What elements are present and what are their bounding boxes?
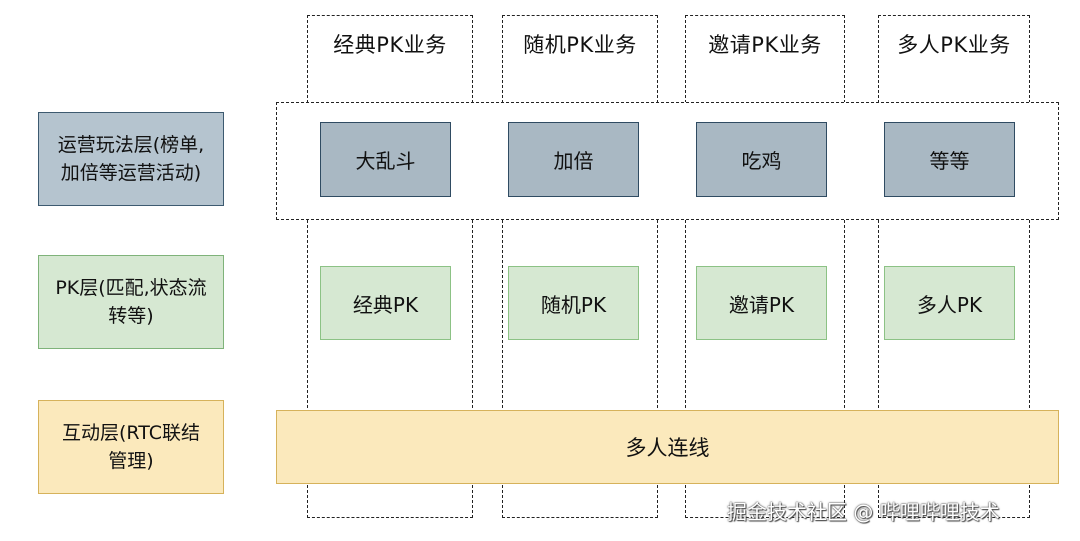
pk-box-multi: 多人PK [884, 266, 1015, 340]
ops-box-classic: 大乱斗 [320, 122, 451, 197]
column-title-multi: 多人PK业务 [897, 33, 1011, 57]
ops-box-invite: 吃鸡 [696, 122, 827, 197]
interaction-bar: 多人连线 [276, 410, 1059, 484]
layer-pk-line2: 转等) [108, 305, 154, 327]
column-frame-multi [878, 15, 1030, 518]
layer-label-pk: PK层(匹配,状态流转等) [38, 255, 224, 349]
ops-box-multi: 等等 [884, 122, 1015, 197]
layer-label-ops: 运营玩法层(榜单, 加倍等运营活动) [38, 112, 224, 206]
watermark: 掘金技术社区 @ 哔哩哔哩技术 [727, 500, 1000, 524]
column-title-invite: 邀请PK业务 [708, 33, 822, 57]
layer-pk-line1: PK层(匹配,状态流 [55, 276, 207, 299]
pk-box-random: 随机PK [508, 266, 639, 340]
column-frame-invite [685, 15, 845, 518]
layer-interaction-line2: 管理) [108, 450, 154, 472]
pk-box-invite: 邀请PK [696, 266, 827, 340]
layer-ops-line2: 加倍等运营活动) [60, 162, 202, 184]
column-frame-classic [307, 15, 473, 518]
layer-interaction-line1: 互动层(RTC联结 [62, 421, 200, 444]
pk-box-classic: 经典PK [320, 266, 451, 340]
layer-label-interaction: 互动层(RTC联结管理) [38, 400, 224, 494]
column-frame-random [502, 15, 658, 518]
layer-ops-line1: 运营玩法层(榜单, [57, 133, 205, 156]
ops-box-random: 加倍 [508, 122, 639, 197]
column-title-random: 随机PK业务 [523, 33, 637, 57]
column-title-classic: 经典PK业务 [333, 33, 447, 57]
